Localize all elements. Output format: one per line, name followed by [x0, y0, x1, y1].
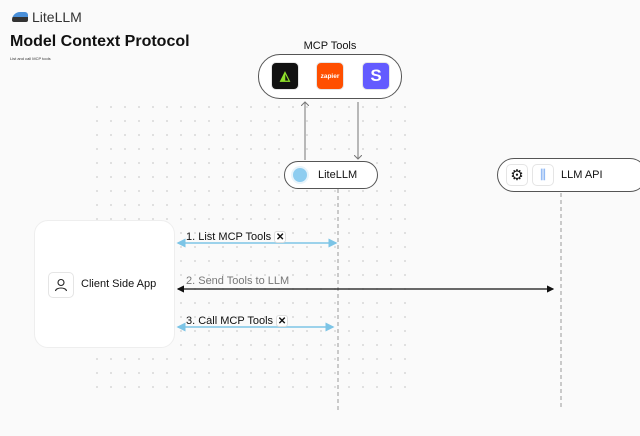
openai-icon: ⚙	[506, 164, 528, 186]
llm-api-node[interactable]: ⚙ ⫼ LLM API	[497, 158, 640, 192]
tools-icon: ✕	[276, 315, 289, 327]
litellm-node[interactable]: LiteLLM	[284, 161, 378, 189]
brand-name: LiteLLM	[32, 9, 82, 25]
client-app-node[interactable]: Client Side App	[34, 220, 175, 348]
step3-label: 3. Call MCP Tools✕	[186, 315, 289, 327]
step2-label: 2. Send Tools to LLM	[186, 275, 290, 287]
llm-api-label: LLM API	[561, 169, 603, 181]
page-title: Model Context Protocol	[10, 33, 190, 50]
triangle-tool-icon[interactable]: ◭	[271, 62, 299, 90]
litellm-logo-icon	[291, 166, 309, 184]
client-app-label: Client Side App	[81, 278, 157, 290]
mcp-tools-group: ◭ zapier S	[258, 54, 402, 99]
zapier-icon[interactable]: zapier	[316, 62, 344, 90]
mcp-tools-title: MCP Tools	[303, 40, 357, 52]
page-subtitle: List and call MCP tools	[10, 56, 51, 61]
litellm-train-icon	[12, 12, 28, 22]
user-icon	[48, 272, 74, 298]
litellm-label: LiteLLM	[318, 169, 358, 181]
brand: LiteLLM	[12, 9, 82, 25]
tools-icon: ✕	[274, 231, 287, 243]
stripe-icon[interactable]: S	[362, 62, 390, 90]
step1-label: 1. List MCP Tools✕	[186, 231, 287, 243]
llama-index-icon: ⫼	[532, 164, 554, 186]
